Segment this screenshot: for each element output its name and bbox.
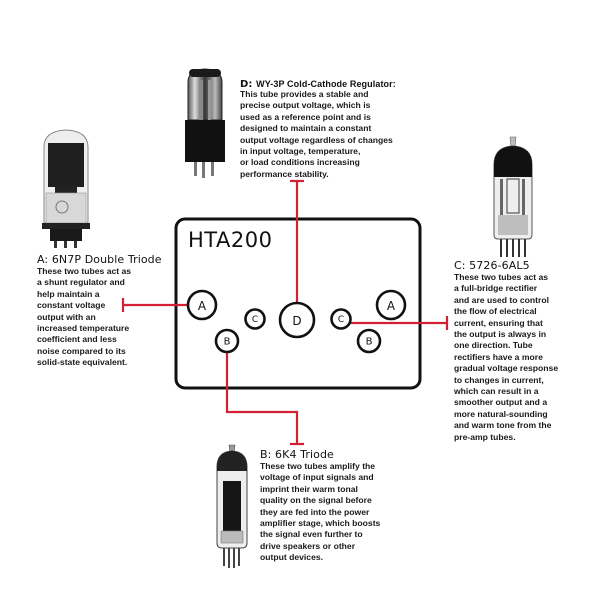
callout-c-title: C: 5726-6AL5	[454, 259, 530, 272]
callout-d-title: D: WY-3P Cold-Cathode Regulator:	[240, 77, 396, 90]
socket-d-label: D	[292, 314, 301, 328]
callout-a-description: These two tubes act as a shunt regulator…	[37, 266, 132, 368]
socket-b-left-label: B	[224, 337, 231, 348]
socket-c-right-label: C	[338, 315, 344, 325]
6k4-tube-icon	[216, 444, 248, 568]
wy3p-tube-icon	[185, 68, 225, 178]
connector-b	[225, 351, 299, 444]
connector-lines	[121, 179, 449, 446]
device-label: HTA200	[188, 228, 273, 252]
socket-c-right	[330, 308, 352, 330]
socket-d	[278, 301, 316, 339]
socket-c-left	[244, 308, 266, 330]
6n7p-tube-icon	[42, 129, 90, 248]
callout-b-title: B: 6K4 Triode	[260, 448, 334, 461]
callout-d-name: WY-3P Cold-Cathode Regulator:	[256, 79, 396, 89]
socket-b-left	[214, 328, 240, 354]
socket-a-left-label: A	[198, 299, 207, 313]
socket-b-right	[356, 328, 382, 354]
callout-d-letter: D:	[240, 79, 253, 90]
callout-b-description: These two tubes amplify the voltage of i…	[260, 461, 381, 563]
socket-a-right-label: A	[387, 299, 396, 313]
callout-d-description: This tube provides a stable and precise …	[240, 89, 393, 179]
callout-a-title: A: 6N7P Double Triode	[37, 253, 162, 266]
socket-a-right	[375, 289, 407, 321]
socket-c-left-label: C	[252, 315, 258, 325]
callout-c-description: These two tubes act as a full-bridge rec…	[454, 272, 559, 442]
5726-tube-icon	[493, 136, 533, 257]
socket-a-left	[186, 289, 218, 321]
socket-b-right-label: B	[366, 337, 373, 348]
